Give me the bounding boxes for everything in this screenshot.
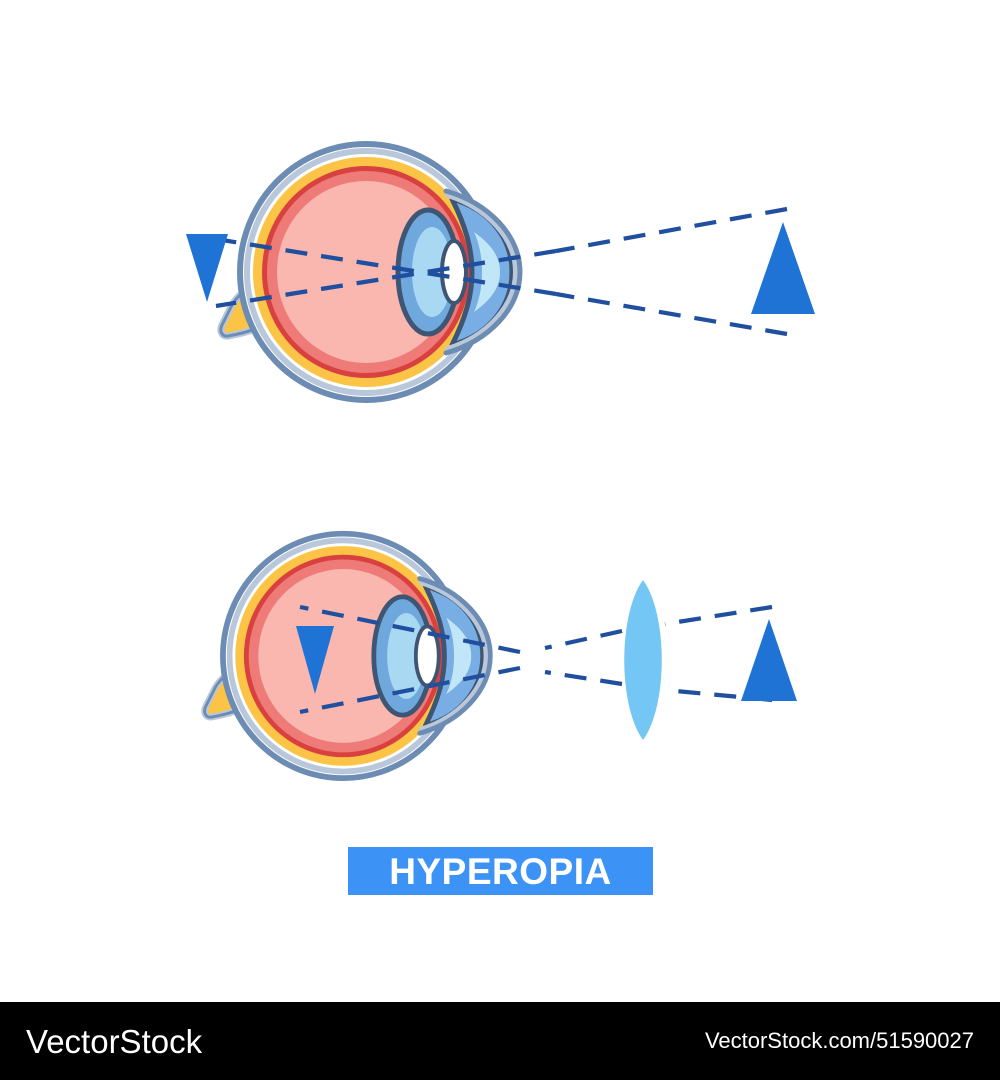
image-triangle-inverted-top xyxy=(186,234,228,302)
watermark-footer: VectorStock VectorStock.com/51590027 xyxy=(0,1002,1000,1080)
convex-corrective-lens[interactable] xyxy=(624,580,662,740)
ray-lines-uncorrected xyxy=(215,206,788,337)
ray-lower-outer xyxy=(555,291,788,337)
image-triangle-inverted-bottom xyxy=(296,626,334,694)
ray-inner-lower xyxy=(299,665,521,715)
ray-lower-inner xyxy=(215,236,557,297)
ray-upper-to-lens xyxy=(664,604,773,627)
diagram-uncorrected-eye xyxy=(186,144,815,400)
ray-upper-inner xyxy=(215,248,557,309)
condition-title-bar: HYPEROPIA xyxy=(348,847,653,895)
eyeball-uncorrected xyxy=(221,144,520,400)
ray-upper-lens-to-eye xyxy=(544,628,623,651)
object-triangle-upright-bottom xyxy=(741,619,797,701)
diagram-corrected-eye xyxy=(205,534,797,778)
watermark-brand: VectorStock xyxy=(26,1022,203,1060)
page-title: HYPEROPIA xyxy=(389,850,612,892)
eyeball-corrected xyxy=(205,534,491,778)
ray-upper-outer xyxy=(555,206,788,254)
ray-lower-lens-to-eye xyxy=(544,669,623,687)
object-triangle-upright-top xyxy=(751,222,815,314)
hyperopia-illustration xyxy=(186,0,815,1002)
ray-inner-upper xyxy=(299,604,521,655)
watermark-credit: VectorStock.com/51590027 xyxy=(704,1028,974,1053)
